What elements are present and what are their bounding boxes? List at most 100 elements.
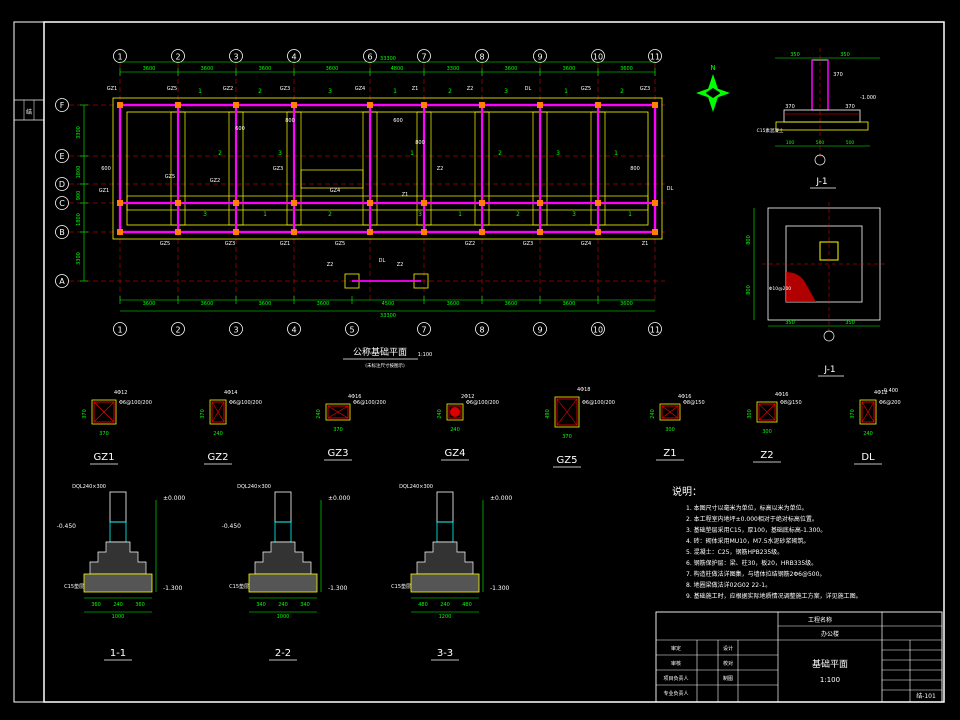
axis-letter: E bbox=[59, 152, 64, 161]
footing-tag: 1 bbox=[198, 88, 202, 95]
column-tag: GZ3 bbox=[225, 241, 235, 247]
dim-value: 240 bbox=[278, 602, 288, 608]
column-height: 240 bbox=[316, 409, 322, 419]
axis-number-bottom: 10 bbox=[593, 326, 603, 335]
column-core bbox=[450, 407, 460, 417]
axis-number-top: 7 bbox=[421, 53, 426, 62]
axis-number-bottom: 3 bbox=[233, 326, 238, 335]
offset-dim: 600 bbox=[393, 118, 403, 124]
note-line: 8. 地圈梁做法详02G02 22-1。 bbox=[686, 581, 771, 589]
axis-number-top: 3 bbox=[233, 53, 238, 62]
level-label: -1.000 bbox=[860, 95, 876, 101]
rebar-hatch bbox=[786, 272, 816, 302]
offset-dim: 600 bbox=[101, 166, 111, 172]
general-notes: 说明： 1. 本图尺寸以毫米为单位，标高以米为单位。2. 本工程室内地坪±0.0… bbox=[672, 485, 862, 600]
axis-number-top: 6 bbox=[367, 53, 372, 62]
footing-tag: 3 bbox=[328, 88, 332, 95]
axis-bubble-bottom bbox=[229, 322, 243, 336]
dim-value: 800 bbox=[746, 285, 752, 295]
column-marker bbox=[537, 102, 543, 108]
column-label: GZ2 bbox=[208, 452, 229, 463]
column-width: 300 bbox=[762, 429, 772, 435]
axis-number-bottom: 7 bbox=[421, 326, 426, 335]
column-bars-label: 4Φ18 bbox=[577, 387, 590, 393]
column-marker bbox=[291, 102, 297, 108]
inner-border bbox=[43, 21, 945, 703]
axis-bubble-bottom bbox=[287, 322, 301, 336]
note-line: 4. 砖：砌体采用MU10，M7.5水泥砂浆砌筑。 bbox=[686, 537, 810, 545]
axis-number-bottom: 2 bbox=[175, 326, 180, 335]
footing-tag: 1 bbox=[458, 211, 462, 218]
note-line: 1. 本图尺寸以毫米为单位，标高以米为单位。 bbox=[686, 504, 808, 512]
dim-value: 480 bbox=[418, 602, 428, 608]
dim-value: 800 bbox=[746, 235, 752, 245]
footing-pad bbox=[248, 573, 318, 593]
dim-value-top: 3600 bbox=[563, 66, 576, 72]
plan-title: 公称基础平面 bbox=[353, 346, 407, 358]
dim-value-top: 3600 bbox=[201, 66, 214, 72]
column-marker bbox=[117, 102, 123, 108]
axis-bubble-left bbox=[55, 225, 69, 239]
column-width: 370 bbox=[562, 434, 572, 440]
beam-label: DQL240×300 bbox=[399, 484, 433, 490]
column-tag: GZ3 bbox=[640, 86, 650, 92]
dim-value-top: 3600 bbox=[326, 66, 339, 72]
column-tag: DL bbox=[525, 86, 532, 92]
axis-bubble-bottom bbox=[475, 322, 489, 336]
column-outline bbox=[446, 403, 464, 421]
column-tag: Z1 bbox=[402, 192, 409, 198]
column-marker bbox=[537, 229, 543, 235]
column-marker bbox=[175, 102, 181, 108]
column-tag: GZ2 bbox=[223, 86, 233, 92]
footing-tag: 2 bbox=[448, 88, 452, 95]
column-bars-label: 4Φ12 bbox=[114, 390, 127, 396]
dim-value-top: 4800 bbox=[391, 66, 404, 72]
north-label: N bbox=[710, 64, 715, 72]
dim-value-left: 1800 bbox=[76, 213, 82, 226]
column-stirrup-label: Φ6@100/200 bbox=[582, 400, 615, 406]
dim-value-bottom: 3600 bbox=[259, 301, 272, 307]
axis-bubble bbox=[814, 154, 826, 166]
column-stirrup bbox=[93, 401, 115, 423]
column-height: 370 bbox=[200, 409, 206, 419]
tb-drawing-no: 结-101 bbox=[916, 692, 936, 700]
column-marker bbox=[233, 229, 239, 235]
wall-stem bbox=[274, 491, 292, 523]
column-outline bbox=[325, 403, 351, 421]
footing-tag: 3 bbox=[504, 88, 508, 95]
offset-dim: 800 bbox=[630, 166, 640, 172]
dim-total: 1000 bbox=[277, 614, 290, 620]
column-bars-label: 4Φ16 bbox=[775, 392, 788, 398]
footing-tag: 2 bbox=[218, 150, 222, 157]
column-stirrup-label: Φ6@100/200 bbox=[119, 400, 152, 406]
column-tag: GZ2 bbox=[465, 241, 475, 247]
column-width: 370 bbox=[99, 431, 109, 437]
dim-value: 350 bbox=[845, 320, 855, 326]
axis-letter: A bbox=[59, 277, 65, 286]
beam-label: DQL240×300 bbox=[72, 484, 106, 490]
column-label: GZ3 bbox=[328, 448, 349, 459]
dim-value: 370 bbox=[845, 104, 855, 110]
section-note: C15素混凝土 bbox=[757, 127, 784, 134]
ground-beam bbox=[436, 521, 454, 543]
column-stirrup-label: Φ6@200 bbox=[879, 400, 901, 406]
dim-value: 370 bbox=[785, 104, 795, 110]
column-stirrup bbox=[758, 403, 776, 421]
axis-bubble-left bbox=[55, 274, 69, 288]
offset-dim: 600 bbox=[235, 126, 245, 132]
dim-value: 480 bbox=[462, 602, 472, 608]
column-label: GZ5 bbox=[557, 455, 578, 466]
axis-number-bottom: 5 bbox=[349, 326, 354, 335]
column-bars-label: 4Φ12 bbox=[874, 390, 887, 396]
column-tag: GZ3 bbox=[280, 86, 290, 92]
axis-letter: C bbox=[59, 199, 65, 208]
column-outline bbox=[859, 399, 877, 425]
entrance-tag: Z2 bbox=[397, 262, 404, 268]
pad-note: C15垫层 bbox=[391, 583, 411, 590]
column-label: Z1 bbox=[663, 448, 676, 459]
footing-tag: 2 bbox=[258, 88, 262, 95]
